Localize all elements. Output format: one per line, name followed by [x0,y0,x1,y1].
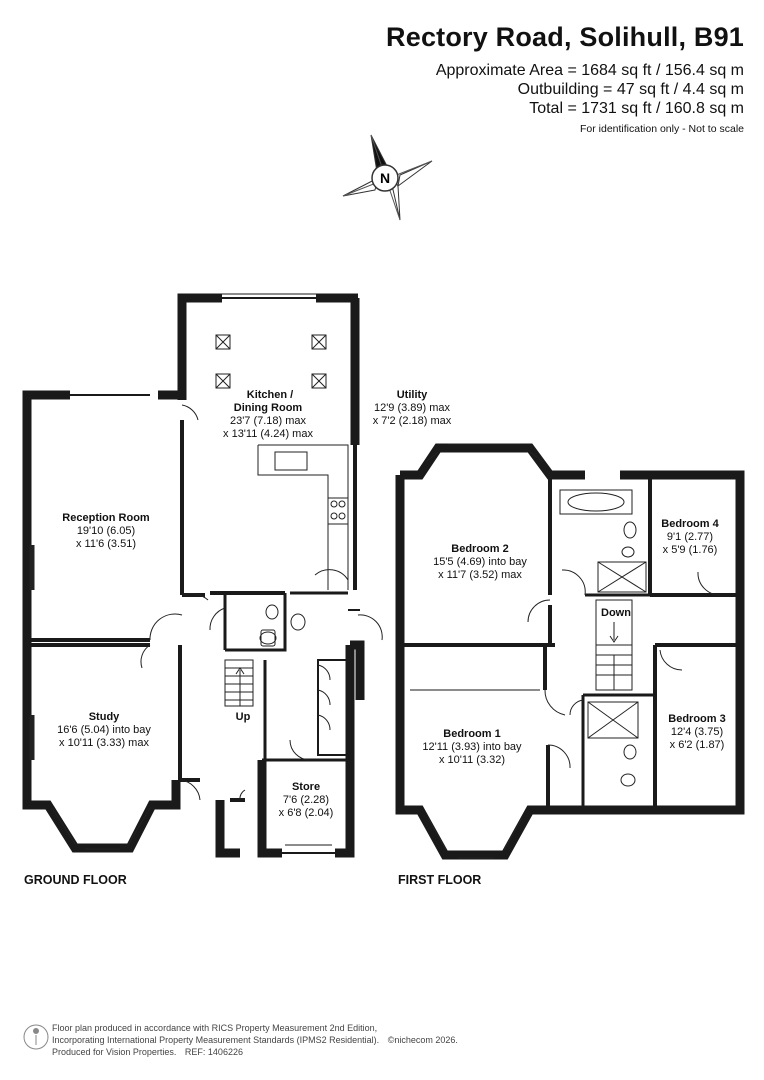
reception-name: Reception Room [62,512,150,524]
footer-line-2-text: Incorporating International Property Mea… [52,1035,380,1045]
store-dim-1: 7'6 (2.28) [283,794,329,806]
bedroom1-dim-2: x 10'11 (3.32) [439,754,505,766]
bedroom2-name: Bedroom 2 [451,543,508,555]
store-dim-2: x 6'8 (2.04) [279,807,334,819]
compass-icon [342,134,433,221]
disclaimer: For identification only - Not to scale [580,123,744,135]
stairs-up-label: Up [236,711,251,723]
footer-ref: REF: 1406226 [184,1047,243,1057]
plan-title: Rectory Road, Solihull, B91 [386,22,744,52]
kitchen-name-1: Kitchen / [247,389,293,401]
study-name: Study [89,711,120,723]
reception-dim-2: x 11'6 (3.51) [76,538,136,550]
stairs-down-label: Down [601,607,631,619]
area-main: Approximate Area = 1684 sq ft / 156.4 sq… [435,62,744,79]
area-total: Total = 1731 sq ft / 160.8 sq m [529,100,744,117]
utility-name: Utility [397,389,428,401]
ground-floor-walls [22,293,365,858]
bedroom2-dim-2: x 11'7 (3.52) max [438,569,522,581]
bedroom1-dim-1: 12'11 (3.93) into bay [422,741,522,753]
study-dim-1: 16'6 (5.04) into bay [57,724,151,736]
bedroom3-dim-2: x 6'2 (1.87) [670,739,725,751]
bedroom3-name: Bedroom 3 [668,713,725,725]
bedroom4-dim-2: x 5'9 (1.76) [663,544,718,556]
utility-dim-1: 12'9 (3.89) max [374,402,451,414]
footer-copyright: ©nichecom 2026. [387,1035,458,1045]
utility-dim-2: x 7'2 (2.18) max [373,415,452,427]
bedroom4-name: Bedroom 4 [661,518,719,530]
bedroom2-dim-1: 15'5 (4.69) into bay [433,556,527,568]
area-outbuilding: Outbuilding = 47 sq ft / 4.4 sq m [517,81,744,98]
first-floor-walls [395,443,745,860]
study-dim-2: x 10'11 (3.33) max [59,737,149,749]
kitchen-name-2: Dining Room [234,402,303,414]
kitchen-dim-2: x 13'11 (4.24) max [223,428,313,440]
store-name: Store [292,781,320,793]
kitchen-dim-1: 23'7 (7.18) max [230,415,307,427]
ground-floor-fittings [29,334,383,850]
reception-dim-1: 19'10 (6.05) [77,525,135,537]
ground-floor-label: GROUND FLOOR [24,873,127,887]
first-floor-label: FIRST FLOOR [398,873,481,887]
bedroom1-name: Bedroom 1 [443,728,500,740]
first-floor-fittings [425,443,721,859]
footer-line-1: Floor plan produced in accordance with R… [52,1023,378,1033]
footer-line-2: Incorporating International Property Mea… [52,1035,458,1045]
bedroom4-dim-1: 9'1 (2.77) [667,531,713,543]
compass-letter: N [380,170,390,186]
info-person-icon [23,1024,49,1050]
footer-line-3: Produced for Vision Properties. REF: 140… [52,1047,243,1057]
bedroom3-dim-1: 12'4 (3.75) [671,726,723,738]
footer-line-3-text: Produced for Vision Properties. [52,1047,177,1057]
